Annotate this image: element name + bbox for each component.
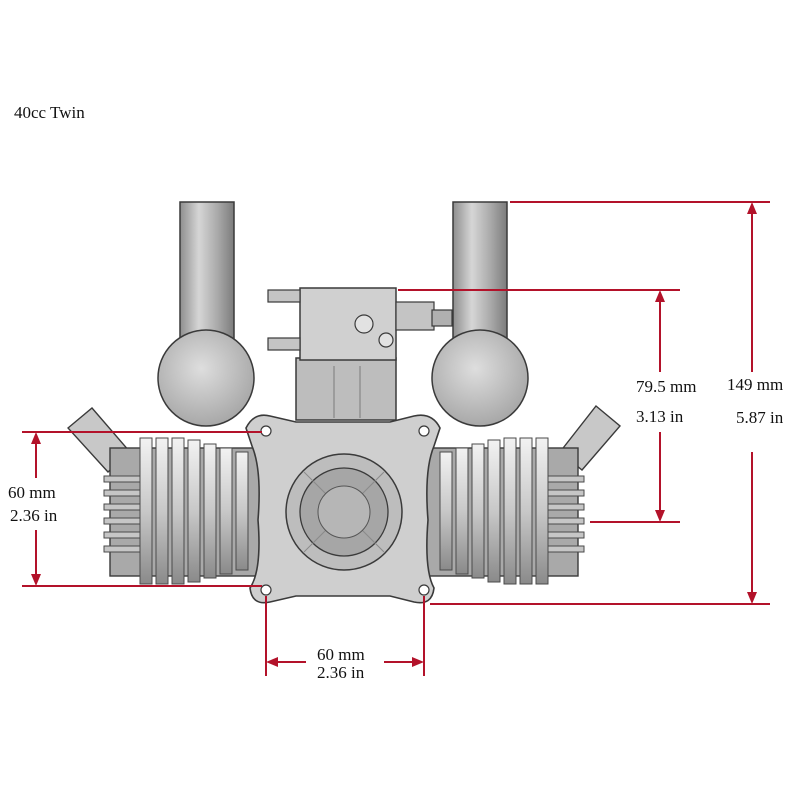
mount-hole-top-left xyxy=(260,425,272,437)
total-height-in-label: 5.87 in xyxy=(736,408,784,427)
dimension-lines xyxy=(22,201,770,676)
mount-hole-bottom-left xyxy=(260,584,272,596)
carb-height-in-label: 3.13 in xyxy=(636,407,684,426)
total-height-mm-label: 149 mm xyxy=(727,375,784,394)
muffler-cap-left xyxy=(157,329,255,427)
mounting-plate xyxy=(245,414,441,604)
dimension-arrowheads xyxy=(31,202,757,667)
mount-width-mm-label: 60 mm xyxy=(317,645,365,664)
carb-height-mm-label: 79.5 mm xyxy=(636,377,697,396)
mount-height-mm-label: 60 mm xyxy=(8,483,56,502)
exhaust-pipe-left xyxy=(179,201,235,353)
drawing-title: 40cc Twin xyxy=(14,103,85,122)
mount-width-in-label: 2.36 in xyxy=(317,663,365,682)
muffler-cap-right xyxy=(431,329,529,427)
cylinder-right xyxy=(417,437,585,585)
carburetor xyxy=(267,287,453,421)
mount-hole-bottom-right xyxy=(418,584,430,596)
mount-hole-top-right xyxy=(418,425,430,437)
cylinder-left xyxy=(103,437,271,585)
mount-height-in-label: 2.36 in xyxy=(10,506,58,525)
